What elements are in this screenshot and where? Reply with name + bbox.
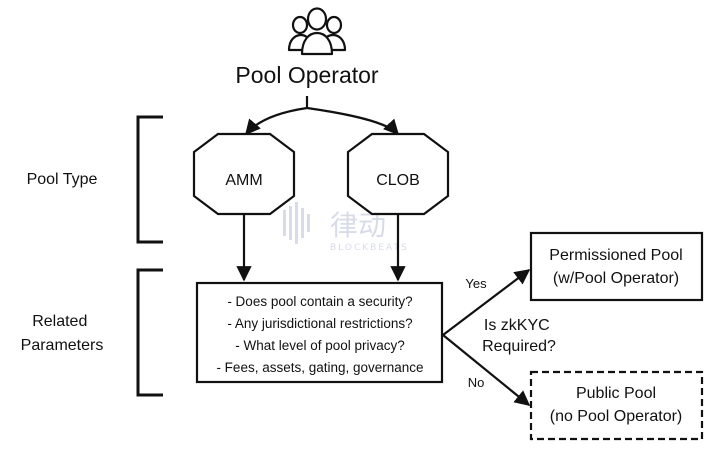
permissioned-pool-subtitle: (w/Pool Operator) <box>553 270 679 287</box>
related-label-line1: Related <box>32 313 87 330</box>
arrow-to-amm <box>244 106 308 136</box>
type-to-parameters-arrows <box>236 214 406 282</box>
public-pool-title: Public Pool <box>576 385 656 402</box>
decision-line1: Is zkKYC <box>484 317 550 334</box>
decision-line2: Required? <box>482 338 556 355</box>
pool-type-amm: AMM <box>192 132 296 216</box>
clob-label: CLOB <box>376 172 420 189</box>
public-pool-subtitle: (no Pool Operator) <box>550 408 683 425</box>
amm-label: AMM <box>225 172 262 189</box>
yes-label: Yes <box>465 276 487 291</box>
pool-type-label: Pool Type <box>27 171 98 188</box>
related-parameters-label: Related Parameters <box>21 313 104 354</box>
permissioned-pool-title: Permissioned Pool <box>549 247 682 264</box>
parameter-item: - Any jurisdictional restrictions? <box>227 316 412 331</box>
related-label-line2: Parameters <box>21 337 104 354</box>
parameters-box: - Does pool contain a security? - Any ju… <box>195 281 444 384</box>
parameter-item: - Fees, assets, gating, governance <box>216 360 423 375</box>
parameter-item: - Does pool contain a security? <box>227 294 412 309</box>
pool-type-bracket <box>136 115 163 244</box>
users-group-icon <box>287 7 347 56</box>
watermark-logo-icon <box>283 202 310 244</box>
decision-question: Is zkKYC Required? <box>482 317 556 355</box>
split-arrows <box>244 96 400 136</box>
public-pool-box: Public Pool (no Pool Operator) <box>529 370 704 441</box>
diagram-title: Pool Operator <box>235 62 379 88</box>
decision-arrows <box>442 269 531 406</box>
arrow-to-clob <box>306 106 400 136</box>
no-label: No <box>468 375 485 390</box>
no-arrow <box>442 334 531 406</box>
pool-type-clob: CLOB <box>346 132 450 216</box>
permissioned-pool-box: Permissioned Pool (w/Pool Operator) <box>529 231 704 302</box>
watermark-subtext: BLOCKBEATS <box>330 243 409 253</box>
related-parameters-bracket <box>136 268 163 397</box>
yes-arrow <box>442 269 531 336</box>
parameter-item: - What level of pool privacy? <box>235 338 405 353</box>
